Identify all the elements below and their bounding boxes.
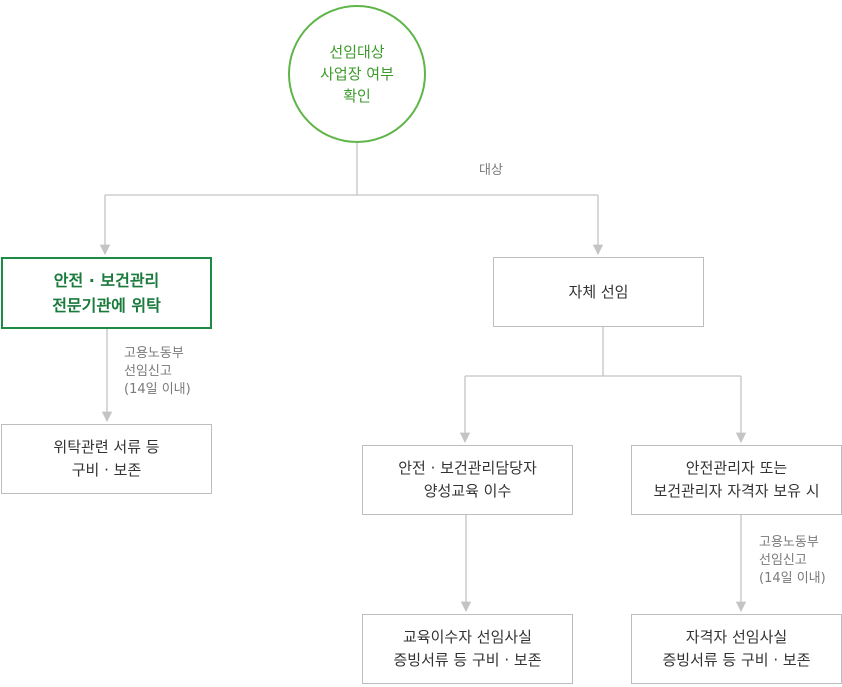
node-training: 안전 · 보건관리담당자 양성교육 이수: [362, 445, 573, 515]
node-agency-docs-label: 위탁관련 서류 등 구비 · 보존: [53, 438, 160, 479]
node-training-label: 안전 · 보건관리담당자 양성교육 이수: [398, 459, 537, 500]
node-training-docs: 교육이수자 선임사실 증빙서류 등 구비 · 보존: [362, 614, 573, 684]
node-agency-docs: 위탁관련 서류 등 구비 · 보존: [1, 424, 212, 494]
node-self-appointment-label: 자체 선임: [568, 282, 629, 301]
label-target: 대상: [479, 163, 503, 178]
node-self-appointment: 자체 선임: [493, 257, 704, 327]
node-agency-outsourcing-label: 안전 · 보건관리 전문기관에 위탁: [52, 271, 161, 315]
node-agency-outsourcing: 안전 · 보건관리 전문기관에 위탁: [1, 257, 212, 329]
node-qualified-label: 안전관리자 또는 보건관리자 자격자 보유 시: [653, 459, 820, 500]
node-qualified: 안전관리자 또는 보건관리자 자격자 보유 시: [631, 445, 842, 515]
node-check-target-label: 선임대상 사업장 여부 확인: [320, 43, 394, 105]
label-report-left: 고용노동부 선임신고 (14일 이내): [124, 346, 191, 397]
node-qualified-docs: 자격자 선임사실 증빙서류 등 구비 · 보존: [631, 614, 842, 684]
node-check-target: 선임대상 사업장 여부 확인: [288, 5, 426, 143]
label-report-right: 고용노동부 선임신고 (14일 이내): [759, 535, 826, 586]
node-qualified-docs-label: 자격자 선임사실 증빙서류 등 구비 · 보존: [662, 628, 811, 669]
node-training-docs-label: 교육이수자 선임사실 증빙서류 등 구비 · 보존: [393, 628, 542, 669]
